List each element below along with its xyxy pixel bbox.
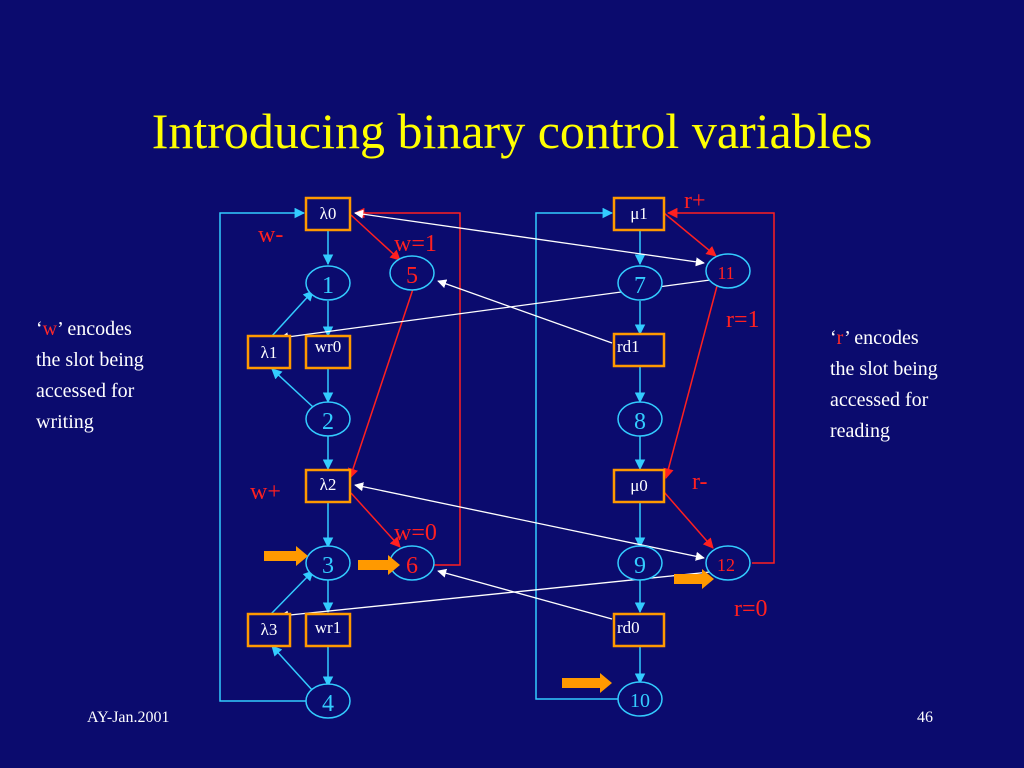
label-w-plus: w+ — [250, 479, 281, 505]
control-places: 5 6 11 12 — [389, 253, 751, 581]
write-places: 1 2 3 4 — [305, 265, 351, 719]
transition-lambda3: λ3 — [246, 612, 292, 648]
write-transitions: λ0 λ1 wr0 λ2 λ3 wr1 — [246, 196, 352, 648]
transition-rd1: rd1 — [612, 332, 666, 368]
svg-text:9: 9 — [634, 553, 646, 579]
pointer-place-3-arrow — [264, 546, 308, 566]
slide-title: Introducing binary control variables — [151, 103, 873, 159]
place-11: 11 — [705, 253, 751, 289]
svg-text:λ1: λ1 — [261, 343, 278, 362]
place-5: 5 — [389, 255, 435, 291]
transition-wr0: wr0 — [304, 334, 352, 370]
label-r-eq-1: r=1 — [726, 307, 760, 333]
footer-date: AY-Jan.2001 — [87, 709, 170, 726]
place-8: 8 — [617, 401, 663, 437]
svg-text:rd1: rd1 — [617, 337, 640, 356]
svg-text:7: 7 — [634, 273, 646, 299]
note-write-line2: the slot being — [36, 349, 144, 371]
note-read-line3: accessed for — [830, 389, 929, 411]
note-read-line1: ‘r’ encodes — [830, 327, 919, 349]
transition-lambda2: λ2 — [304, 468, 352, 504]
pointer-place-12-arrow — [674, 569, 714, 589]
transition-mu0: μ0 — [612, 468, 666, 504]
label-r-plus: r+ — [684, 188, 706, 214]
svg-text:2: 2 — [322, 409, 334, 435]
read-transitions: μ1 rd1 μ0 rd0 — [612, 196, 666, 648]
read-places: 7 8 9 10 — [617, 265, 663, 717]
note-write-line4: writing — [36, 411, 94, 433]
transition-rd0: rd0 — [612, 612, 666, 648]
pointer-place-6-arrow — [358, 555, 400, 575]
var-r: r — [836, 327, 845, 349]
svg-text:λ2: λ2 — [320, 475, 337, 494]
control-labels: w- w+ w=1 w=0 r+ r- r=1 r=0 — [250, 188, 768, 622]
place-2: 2 — [305, 401, 351, 437]
note-write-line1: ‘w’ encodes — [36, 318, 132, 340]
label-w-eq-1: w=1 — [394, 231, 437, 257]
place-1: 1 — [305, 265, 351, 301]
svg-text:12: 12 — [717, 555, 735, 575]
label-w-eq-0: w=0 — [394, 520, 437, 546]
svg-text:10: 10 — [630, 690, 650, 712]
place-10: 10 — [617, 681, 663, 717]
var-w: w — [42, 318, 58, 340]
svg-text:8: 8 — [634, 409, 646, 435]
place-4: 4 — [305, 683, 351, 719]
label-w-minus: w- — [258, 222, 283, 248]
place-12: 12 — [705, 545, 751, 581]
place-7: 7 — [617, 265, 663, 301]
note-write: ‘w’ encodes the slot being accessed for … — [36, 314, 206, 438]
place-9: 9 — [617, 545, 663, 581]
svg-text:3: 3 — [322, 553, 334, 579]
svg-text:6: 6 — [406, 553, 418, 579]
transition-mu1: μ1 — [612, 196, 666, 232]
note-read: ‘r’ encodes the slot being accessed for … — [830, 323, 1000, 447]
transition-lambda1: λ1 — [246, 334, 292, 370]
svg-text:11: 11 — [717, 263, 734, 283]
label-r-minus: r- — [692, 469, 708, 495]
note-read-line2: the slot being — [830, 358, 938, 380]
transition-wr1: wr1 — [304, 612, 352, 648]
svg-text:μ1: μ1 — [630, 204, 648, 223]
write-chain-arcs — [219, 207, 334, 702]
svg-text:5: 5 — [406, 263, 418, 289]
place-6: 6 — [389, 545, 435, 581]
place-3: 3 — [305, 545, 351, 581]
note-write-line3: accessed for — [36, 380, 135, 402]
label-r-eq-0: r=0 — [734, 596, 768, 622]
svg-text:wr1: wr1 — [315, 618, 341, 637]
transition-lambda0: λ0 — [304, 196, 352, 232]
pointer-place-10-arrow — [562, 673, 612, 693]
svg-text:wr0: wr0 — [315, 337, 341, 356]
token-pointers — [264, 546, 714, 693]
slide-number: 46 — [917, 709, 933, 726]
svg-text:4: 4 — [322, 691, 334, 717]
svg-text:λ0: λ0 — [320, 204, 337, 223]
note-read-line4: reading — [830, 420, 890, 442]
svg-text:μ0: μ0 — [630, 476, 648, 495]
svg-text:λ3: λ3 — [261, 620, 278, 639]
svg-text:1: 1 — [322, 273, 334, 299]
svg-text:rd0: rd0 — [617, 618, 640, 637]
